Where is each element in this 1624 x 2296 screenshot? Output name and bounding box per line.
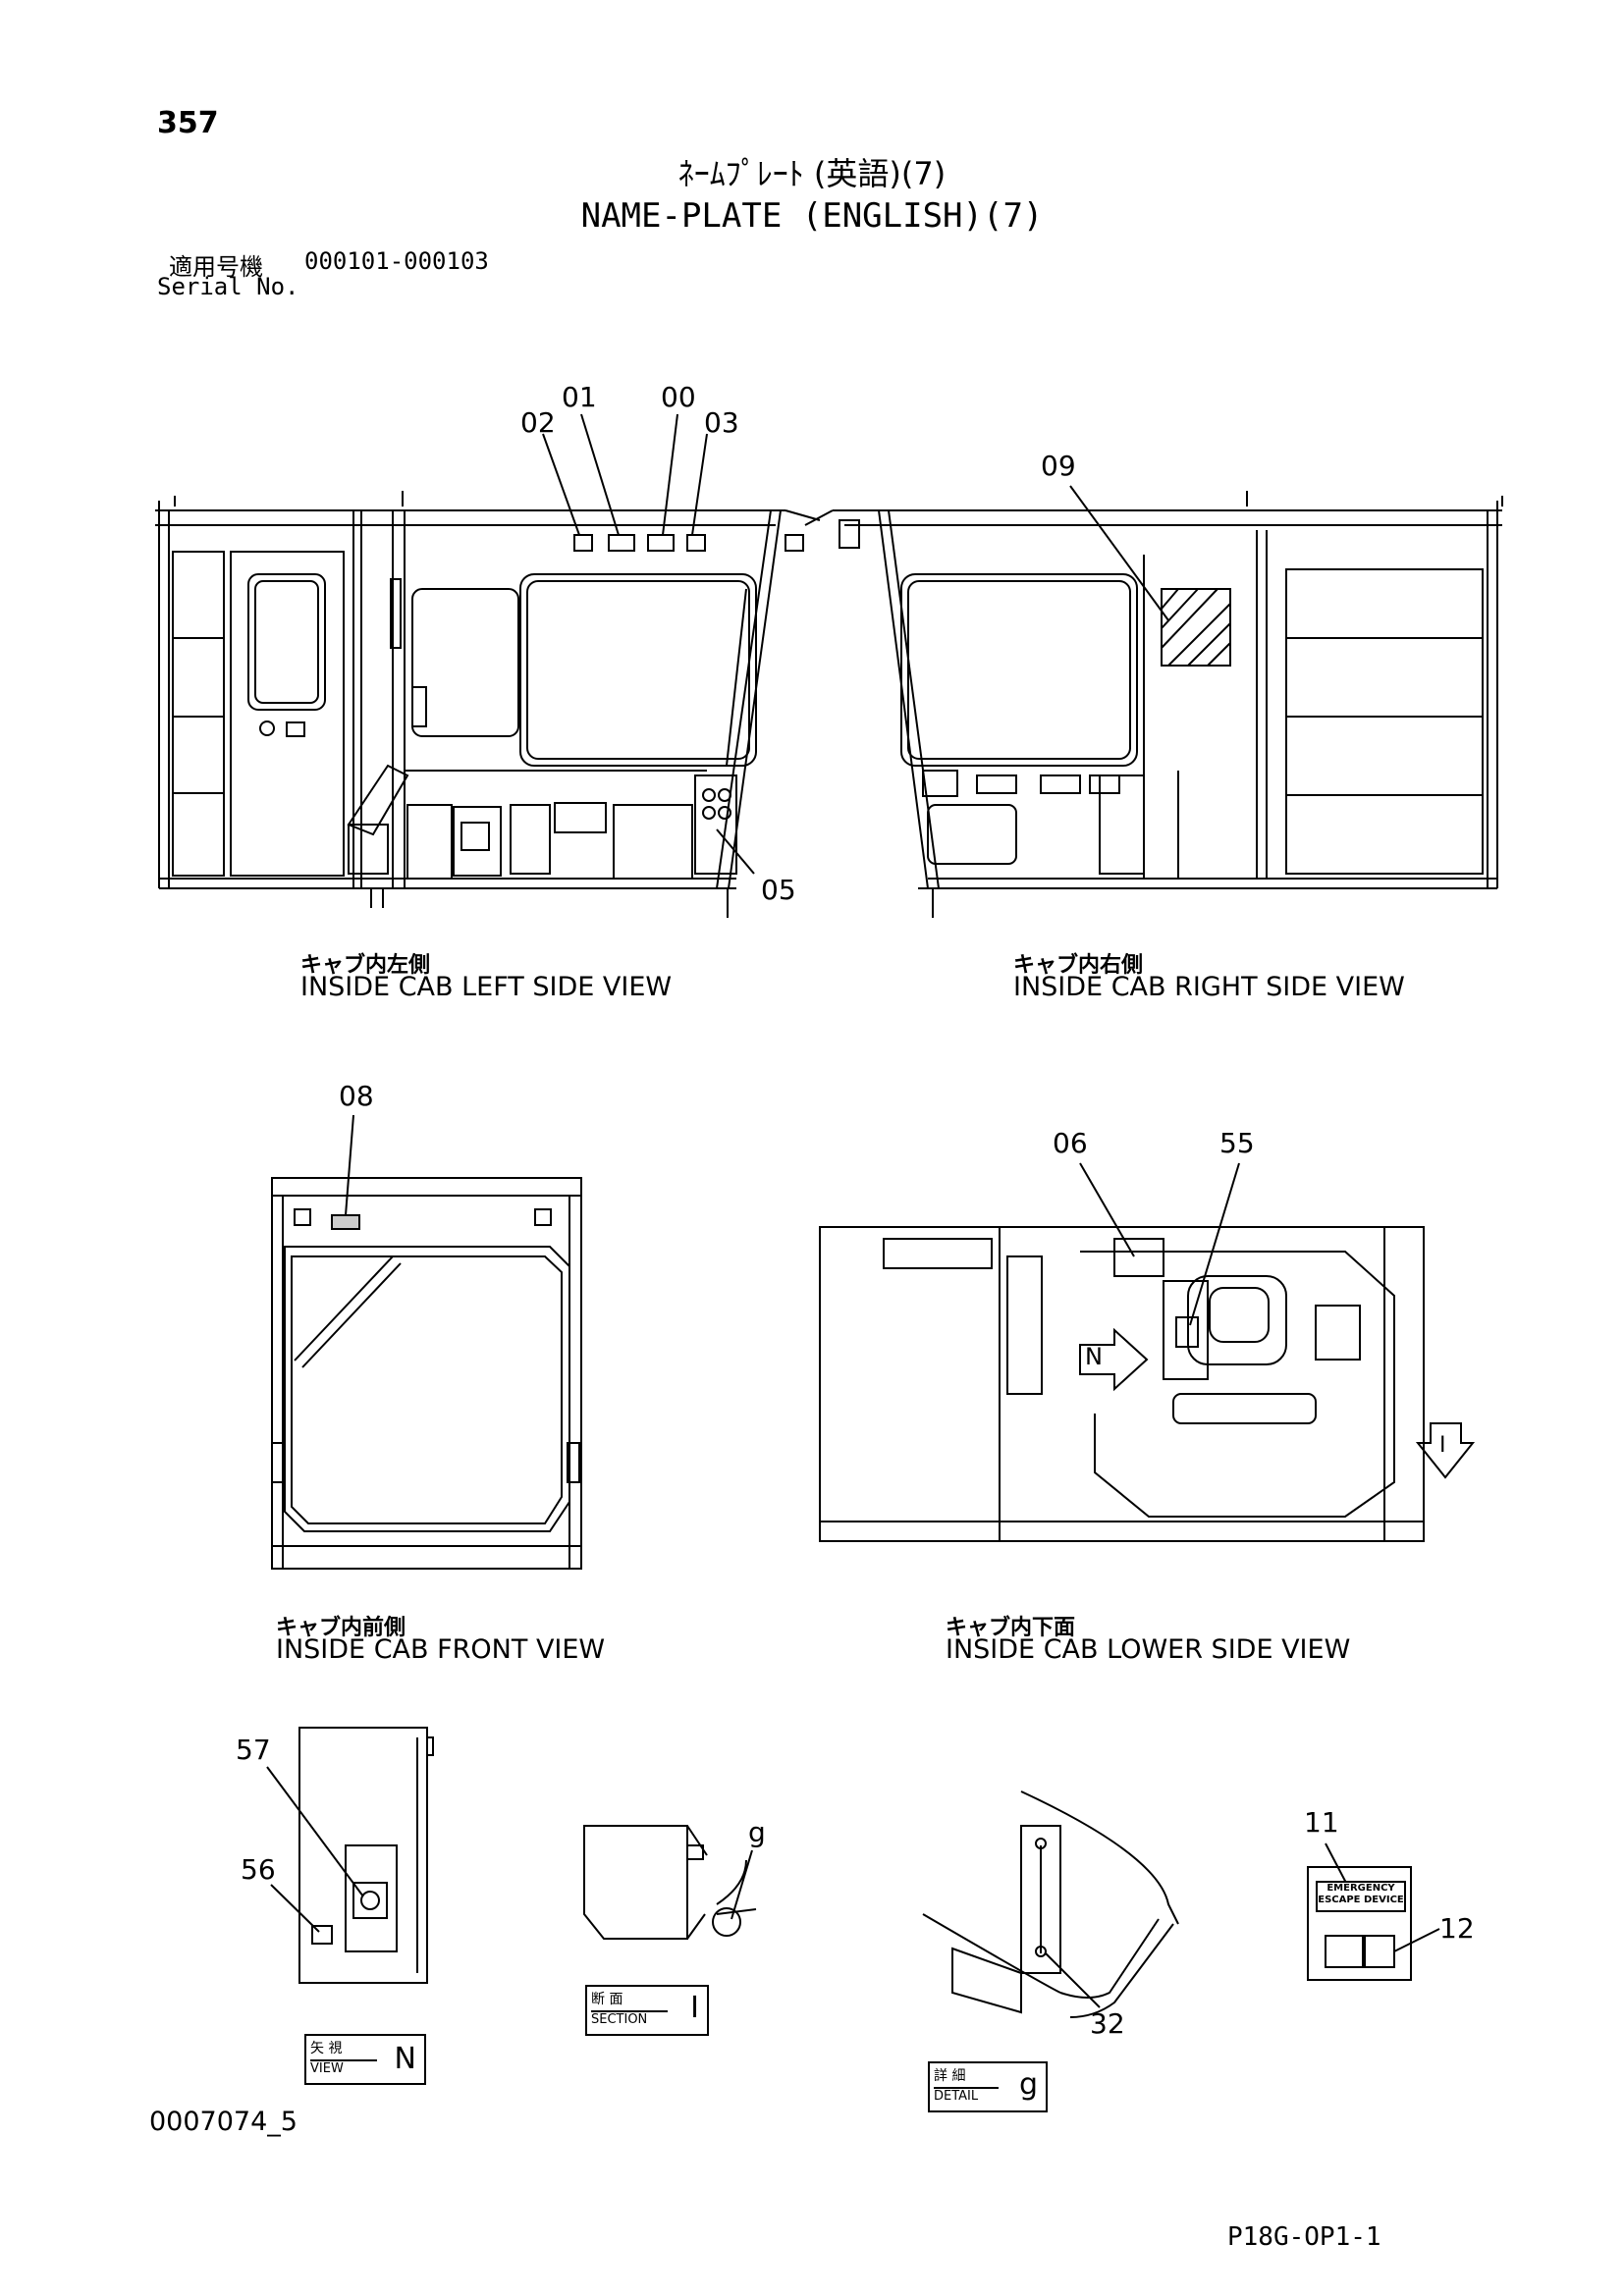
- section-tag-letter: I: [690, 1991, 699, 2025]
- callout-57: 57: [236, 1734, 271, 1766]
- callout-g: g: [748, 1816, 766, 1848]
- serial-label-japanese: 適用号機: [169, 253, 263, 281]
- page-number: 357: [157, 106, 219, 140]
- detail-tag-en: DETAIL: [934, 2087, 999, 2104]
- right-side-view-drawing: [804, 491, 1503, 918]
- right-view-label-ja: キャブ内右側: [1013, 953, 1144, 978]
- left-side-view-drawing: [155, 491, 821, 918]
- callout-08: 08: [339, 1080, 374, 1112]
- section-tag-en: SECTION: [591, 2010, 668, 2027]
- callout-11: 11: [1304, 1806, 1339, 1839]
- callout-00: 00: [661, 381, 696, 413]
- callout-12: 12: [1439, 1912, 1475, 1945]
- view-tag-en: VIEW: [310, 2059, 377, 2076]
- front-view-label-en: INSIDE CAB FRONT VIEW: [276, 1634, 606, 1665]
- title-english: NAME-PLATE (ENGLISH)(7): [580, 196, 1044, 236]
- left-view-label-en: INSIDE CAB LEFT SIDE VIEW: [300, 972, 673, 1002]
- lower-view-label-en: INSIDE CAB LOWER SIDE VIEW: [946, 1634, 1351, 1665]
- callout-01: 01: [562, 381, 597, 413]
- callout-05: 05: [761, 874, 796, 906]
- arrow-i-marker: I: [1439, 1433, 1446, 1458]
- lower-view-label-ja: キャブ内下面: [946, 1616, 1076, 1640]
- page-code: P18G-OP1-1: [1227, 2222, 1381, 2252]
- emergency-plate-line1: EMERGENCY: [1326, 1883, 1395, 1894]
- section-tag-ja: 断 面: [591, 1992, 623, 2007]
- section-i-tag: 断 面 SECTION I: [585, 1985, 709, 2036]
- serial-label-english: Serial No.: [157, 273, 299, 300]
- view-tag-ja: 矢 視: [310, 2041, 343, 2056]
- emergency-plate: EMERGENCY ESCAPE DEVICE: [1316, 1881, 1406, 1912]
- callout-03: 03: [704, 406, 739, 439]
- callout-02: 02: [520, 406, 556, 439]
- emergency-plate-line2: ESCAPE DEVICE: [1318, 1895, 1404, 1905]
- callout-09: 09: [1041, 450, 1076, 482]
- callout-56: 56: [241, 1853, 276, 1886]
- lower-view-drawing: [819, 1226, 1425, 1542]
- detail-g-tag: 詳 細 DETAIL g: [928, 2061, 1048, 2112]
- right-view-label-en: INSIDE CAB RIGHT SIDE VIEW: [1013, 972, 1405, 1002]
- document-code: 0007074_5: [149, 2107, 298, 2137]
- arrow-n-marker: N: [1085, 1343, 1103, 1370]
- callout-06: 06: [1053, 1127, 1088, 1159]
- callout-32: 32: [1090, 2007, 1125, 2040]
- title-japanese: ﾈｰﾑﾌﾟﾚｰﾄ (英語)(7): [677, 155, 947, 192]
- detail-g-drawing: [922, 1790, 1179, 2018]
- detail-tag-ja: 詳 細: [934, 2068, 966, 2084]
- front-view-drawing: [271, 1177, 582, 1570]
- section-i-drawing: [583, 1825, 757, 1940]
- view-tag-letter: N: [394, 2042, 416, 2076]
- serial-range: 000101-000103: [304, 247, 489, 275]
- view-n-drawing: [298, 1727, 434, 1984]
- left-view-label-ja: キャブ内左側: [300, 953, 431, 978]
- callout-55: 55: [1219, 1127, 1255, 1159]
- front-view-label-ja: キャブ内前側: [276, 1616, 406, 1640]
- view-n-tag: 矢 視 VIEW N: [304, 2034, 426, 2085]
- detail-tag-letter: g: [1018, 2067, 1038, 2102]
